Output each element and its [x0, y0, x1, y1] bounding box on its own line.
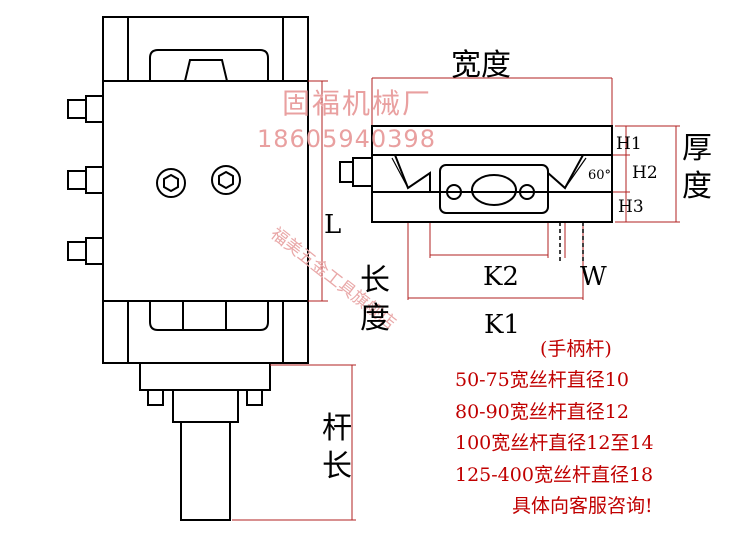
side-bolt-icon — [67, 237, 104, 265]
notes-line: 80-90宽丝杆直径12 — [455, 401, 629, 423]
side-bolt-icon — [67, 166, 104, 194]
rod-base — [139, 362, 271, 391]
label-L: L — [324, 210, 342, 240]
label-H3: H3 — [618, 197, 644, 217]
label-thickness: 厚度 — [682, 131, 712, 204]
side-bolt-icon — [67, 95, 104, 123]
notes-line: 50-75宽丝杆直径10 — [455, 369, 629, 391]
notes-line: 100宽丝杆直径12至14 — [455, 432, 654, 454]
notes-line: 具体向客服咨询! — [512, 495, 653, 517]
label-width: 宽度 — [451, 48, 511, 83]
notes-line: 125-400宽丝杆直径18 — [455, 464, 654, 486]
label-K1: K1 — [484, 310, 520, 340]
label-K2: K2 — [483, 262, 519, 292]
vise-bottom-jaw — [102, 300, 309, 364]
label-length: 长度 — [360, 263, 390, 336]
handle-rod — [180, 421, 231, 521]
label-W: W — [580, 262, 607, 292]
label-H1: H1 — [616, 134, 642, 154]
label-rod-length: 杆长 — [322, 411, 352, 484]
watermark-phone: 18605940398 — [257, 125, 436, 153]
label-angle: 60° — [588, 168, 612, 183]
screw-hole-icon — [156, 168, 186, 198]
watermark-company: 固福机械厂 — [282, 87, 433, 120]
vise-body — [102, 80, 309, 302]
notes-title: (手柄杆) — [540, 338, 612, 360]
screw-hole-icon — [211, 165, 241, 195]
label-H2: H2 — [632, 163, 658, 183]
